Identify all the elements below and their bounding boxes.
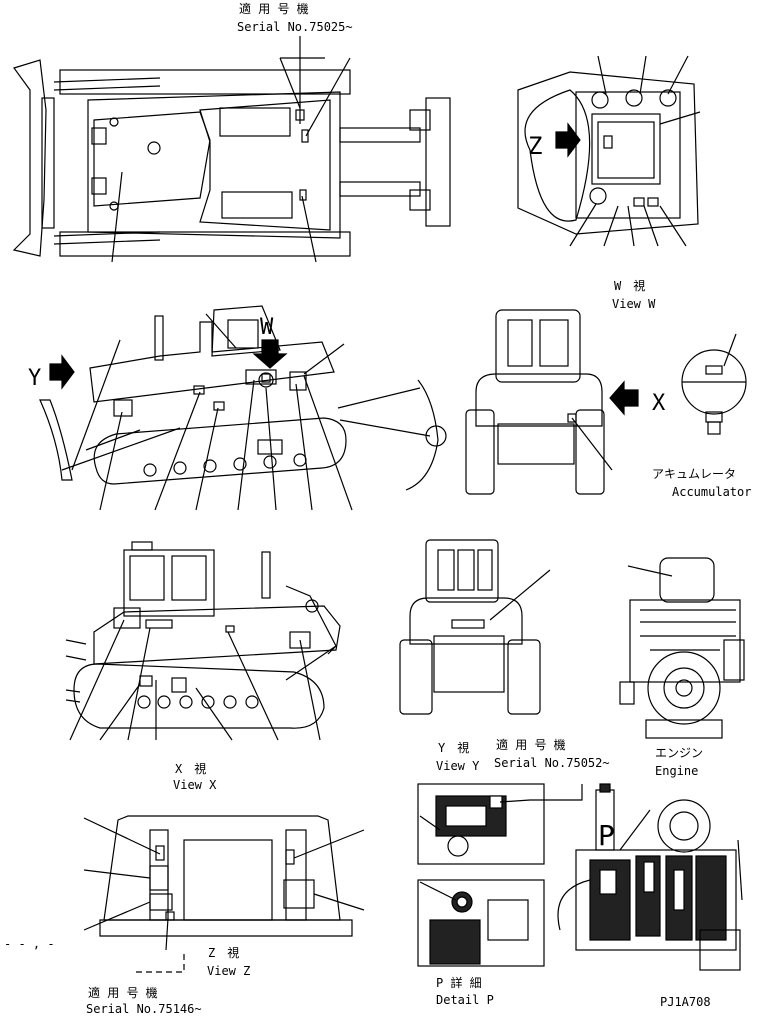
letter-w: W <box>260 315 274 340</box>
detail-p-view-lower <box>417 879 545 967</box>
engine-drawing-upper <box>619 557 745 739</box>
top-serial-jp: 適 用 号 機 <box>239 1 309 16</box>
mid-serial-jp: 適 用 号 機 <box>496 737 566 752</box>
view-w-jp: W 視 <box>614 278 645 293</box>
view-x: View X <box>173 778 217 792</box>
detail-p-view-upper <box>417 783 583 865</box>
dozer-top-view <box>12 57 451 263</box>
accumulator-jp: アキュムレータ <box>652 467 736 481</box>
cab-floor-view <box>517 55 701 247</box>
engine-drawing-lower <box>557 783 743 971</box>
engine-jp: エンジン <box>655 746 703 760</box>
arrow-right-icon-y <box>49 354 75 390</box>
view-z-jp: Z 視 <box>208 945 239 960</box>
view-z: View Z <box>207 964 250 978</box>
letter-x-mid: X <box>652 391 666 416</box>
letter-p: P <box>598 819 615 852</box>
top-serial-no: Serial No.75025~ <box>237 20 353 34</box>
detail-p: Detail P <box>436 993 494 1007</box>
dash-mark: - - , - <box>4 937 55 951</box>
letter-z-top: Z <box>528 132 542 160</box>
view-y-jp: Y 視 <box>438 740 469 755</box>
bottom-serial-no: Serial No.75146~ <box>86 1002 202 1016</box>
accumulator-drawing <box>681 333 747 435</box>
detail-p-jp: P 詳 細 <box>436 975 482 990</box>
view-x-jp: X 視 <box>175 761 206 776</box>
dozer-side-view-right <box>65 541 341 741</box>
accumulator: Accumulator <box>672 485 751 499</box>
arrow-right-icon <box>555 122 581 158</box>
cab-rear-view-z <box>83 815 365 973</box>
view-w: View W <box>612 297 656 311</box>
bottom-serial-jp: 適 用 号 機 <box>88 985 158 1000</box>
mid-serial-no: Serial No.75052~ <box>494 756 610 770</box>
engine: Engine <box>655 764 698 778</box>
dozer-rear-view-w <box>465 309 613 495</box>
letter-y: Y <box>28 366 41 391</box>
arrow-left-icon <box>609 380 639 416</box>
view-y: View Y <box>436 759 480 773</box>
drawing-no: PJ1A708 <box>660 995 711 1009</box>
arrow-down-icon <box>252 339 288 369</box>
dozer-front-view-y <box>399 539 551 715</box>
dozer-side-view-left <box>39 305 447 511</box>
